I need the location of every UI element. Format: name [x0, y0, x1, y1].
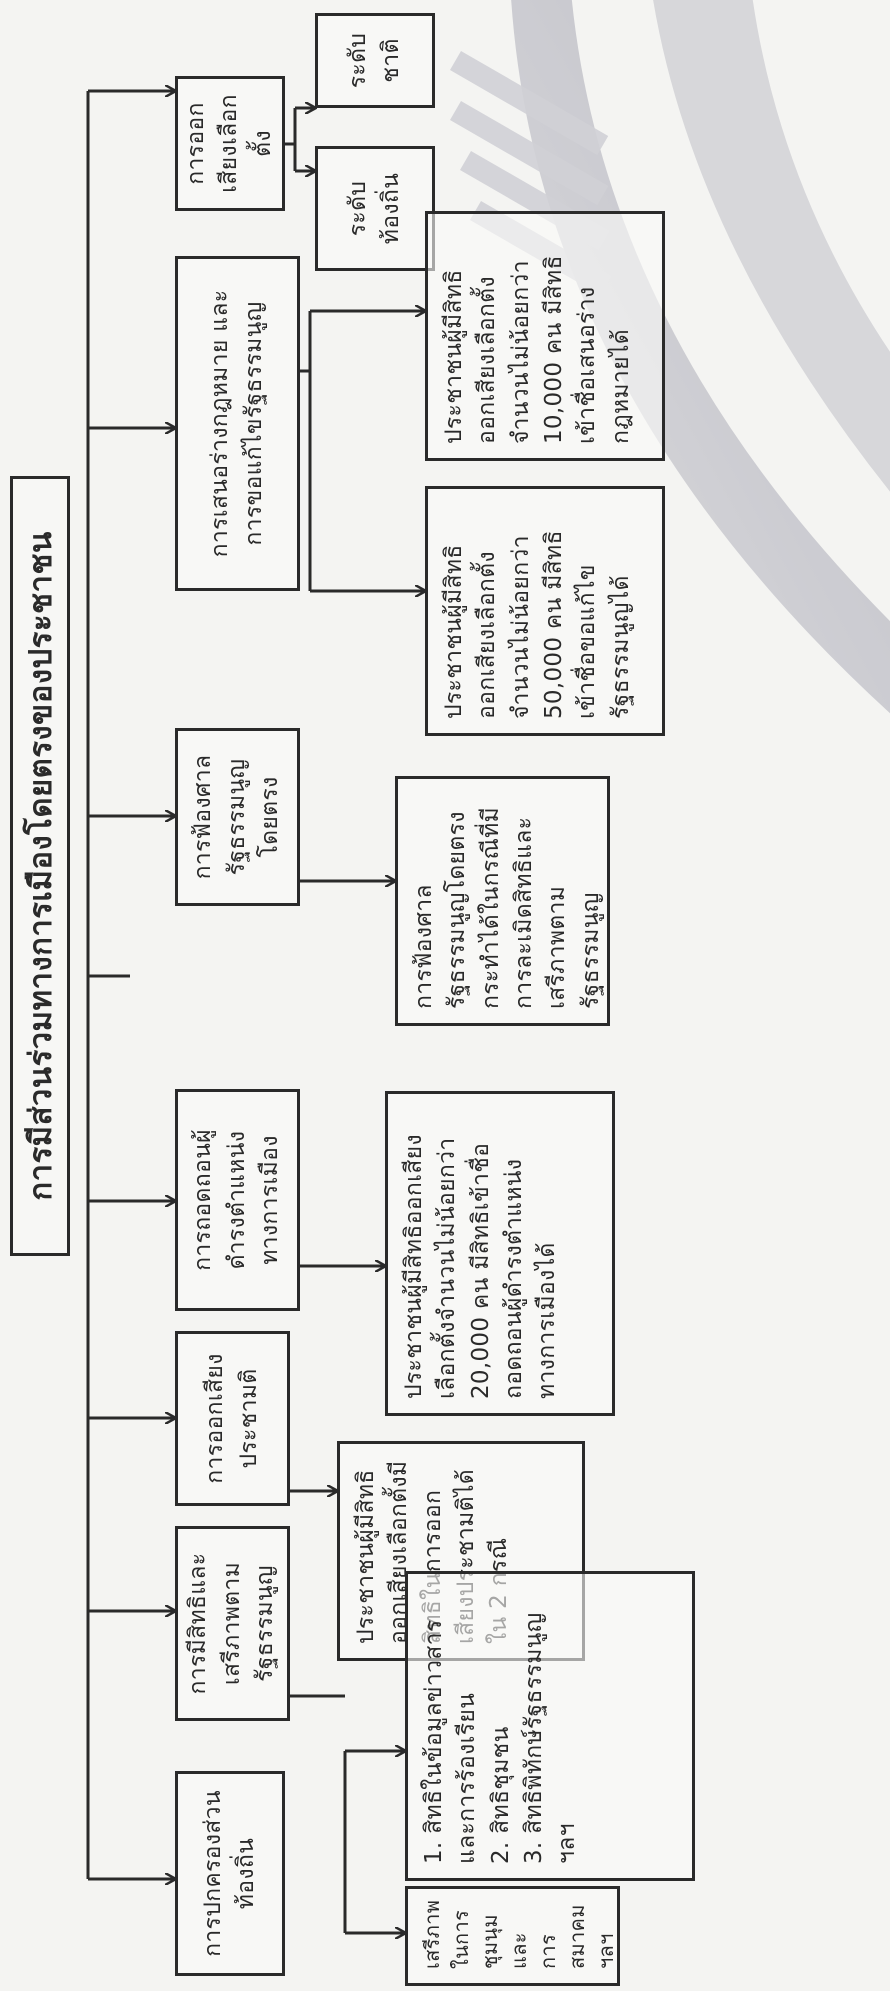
category-referendum: การออกเสียงประชามติ [175, 1331, 290, 1506]
rights-item-1: 1. สิทธิในข้อมูลข่าวสารและการร้องเรียน [421, 1619, 481, 1865]
detail-removal: ประชาชนผู้มีสิทธิออกเสียงเลือกตั้งจำนวนไ… [385, 1091, 615, 1416]
detail-constitutional-suit: การฟ้องศาลรัฐธรรมนูญโดยตรงกระทำได้ในกรณี… [395, 776, 610, 1026]
category-constitutional-suit: การฟ้องศาลรัฐธรรมนูญโดยตรง [175, 728, 300, 906]
rights-item-3: 3. สิทธิพิทักษ์รัฐธรรมนูญ ฯลฯ [521, 1612, 581, 1864]
election-national: ระดับชาติ [315, 13, 435, 108]
election-local: ระดับท้องถิ่น [315, 146, 435, 271]
diagram-title: การมีส่วนร่วมทางการเมืองโดยตรงของประชาชน [10, 476, 70, 1256]
detail-rights-list: 1. สิทธิในข้อมูลข่าวสารและการร้องเรียน 2… [405, 1571, 695, 1881]
detail-freedom: เสรีภาพในการชุมนุมและการสมาคม ฯลฯ [405, 1886, 620, 1986]
rights-item-2: 2. สิทธิชุมชน [487, 1726, 514, 1864]
category-rights: การมีสิทธิและเสรีภาพตามรัฐธรรมนูญ [175, 1526, 290, 1721]
detail-constitution-amend: ประชาชนผู้มีสิทธิออกเสียงเลือกตั้งจำนวนไ… [425, 486, 665, 736]
category-law-proposal: การเสนอร่างกฎหมาย และการขอแก้ไขรัฐธรรมนู… [175, 256, 300, 591]
category-removal: การถอดถอนผู้ดำรงตำแหน่งทางการเมือง [175, 1089, 300, 1311]
detail-law-proposal: ประชาชนผู้มีสิทธิออกเสียงเลือกตั้งจำนวนไ… [425, 211, 665, 461]
category-local-government: การปกครองส่วนท้องถิ่น [175, 1771, 285, 1976]
category-election: การออกเสียงเลือกตั้ง [175, 76, 285, 211]
